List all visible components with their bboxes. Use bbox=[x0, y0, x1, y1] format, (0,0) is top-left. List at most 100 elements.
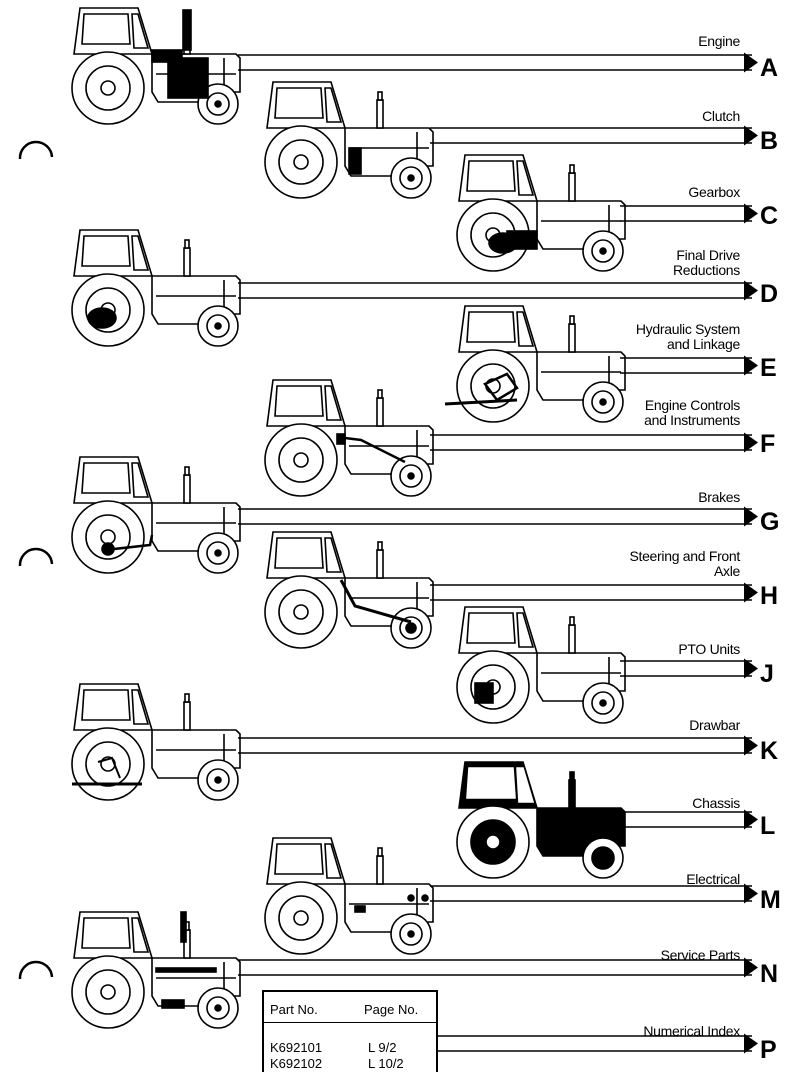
cab-window bbox=[466, 311, 516, 343]
section-label-line: Drawbar bbox=[689, 717, 740, 733]
clutch-highlight bbox=[348, 147, 362, 175]
section-label-line: Hydraulic System bbox=[635, 321, 740, 337]
tractor-drawing bbox=[456, 761, 626, 879]
arrowhead bbox=[744, 957, 758, 978]
section-letter: P bbox=[760, 1036, 777, 1064]
exhaust-tip bbox=[569, 315, 575, 325]
engine-highlight bbox=[151, 49, 183, 63]
cab-frame bbox=[266, 81, 347, 129]
tractor-drawing bbox=[71, 456, 241, 574]
section-label-line: Engine bbox=[698, 33, 740, 49]
arrowhead bbox=[744, 1033, 758, 1054]
arrowhead bbox=[744, 125, 758, 146]
tractor-drawing bbox=[71, 229, 241, 347]
section-label-line: Brakes bbox=[698, 489, 740, 505]
rear-wheel-hub bbox=[293, 604, 309, 620]
exhaust-tip bbox=[377, 541, 383, 551]
tractor-drawing bbox=[456, 606, 626, 724]
header-divider bbox=[264, 1022, 436, 1023]
cab-frame bbox=[458, 606, 539, 654]
cab-frame bbox=[73, 229, 154, 277]
cab-window bbox=[81, 13, 131, 45]
final-drive-highlight bbox=[87, 307, 117, 329]
cab-frame bbox=[266, 837, 347, 885]
controls-highlight bbox=[336, 433, 346, 445]
cab-door-window bbox=[516, 311, 535, 347]
section-label: Brakes bbox=[698, 490, 740, 505]
exhaust-tip bbox=[184, 239, 190, 249]
exhaust-stack bbox=[376, 549, 384, 579]
cab-window bbox=[466, 767, 516, 799]
arrowhead bbox=[744, 355, 758, 376]
section-label-line: Gearbox bbox=[688, 184, 740, 200]
cab-door-window bbox=[516, 160, 535, 196]
front-wheel-hub bbox=[407, 472, 415, 480]
cab-window bbox=[274, 385, 324, 417]
electrical-highlight bbox=[354, 905, 366, 913]
cab-frame bbox=[73, 911, 154, 959]
section-label: Service Parts bbox=[661, 948, 741, 963]
exhaust-tip bbox=[569, 164, 575, 174]
service-highlight bbox=[155, 967, 217, 973]
part-number-index-box: Part No. Page No. K692101 L 9/2 K692102 … bbox=[262, 990, 438, 1072]
tractor-drawing bbox=[264, 379, 434, 497]
service-highlight bbox=[161, 999, 185, 1009]
hydraulic-highlight bbox=[483, 372, 519, 402]
arrowhead bbox=[744, 432, 758, 453]
section-arrow bbox=[620, 355, 758, 376]
section-label: Chassis bbox=[692, 796, 740, 811]
rear-wheel-hub bbox=[293, 910, 309, 926]
front-wheel-hub bbox=[214, 322, 222, 330]
exhaust-stack bbox=[183, 247, 191, 277]
section-label: Numerical Index bbox=[643, 1024, 740, 1039]
rear-wheel-hub bbox=[485, 834, 501, 850]
section-label-line: Steering and Front bbox=[629, 548, 740, 564]
section-arrow bbox=[430, 1033, 758, 1054]
part-no-cell: K692101 bbox=[270, 1040, 323, 1055]
section-label-line: and Instruments bbox=[644, 412, 740, 428]
cab-frame bbox=[266, 531, 347, 579]
rear-wheel-hub bbox=[293, 452, 309, 468]
front-wheel-hub bbox=[214, 100, 222, 108]
front-wheel-hub bbox=[407, 930, 415, 938]
brakes-highlight bbox=[101, 542, 115, 556]
section-label-line: Numerical Index bbox=[643, 1023, 740, 1039]
electrical-highlight bbox=[421, 894, 429, 902]
rear-wheel-hub bbox=[100, 984, 116, 1000]
exhaust-tip bbox=[184, 466, 190, 476]
steering-linkage bbox=[339, 579, 412, 624]
gearbox-highlight bbox=[506, 230, 538, 250]
cab-window bbox=[274, 537, 324, 569]
cab-window bbox=[274, 843, 324, 875]
section-label-line: Electrical bbox=[686, 871, 740, 887]
cab-window bbox=[466, 160, 516, 192]
tractor-drawing bbox=[456, 154, 626, 272]
tractor-drawing bbox=[264, 837, 434, 955]
exhaust-tip bbox=[184, 693, 190, 703]
section-label-line: and Linkage bbox=[667, 336, 740, 352]
cab-door-window bbox=[324, 537, 343, 573]
cab-door-window bbox=[131, 235, 150, 271]
section-arrow bbox=[620, 809, 758, 830]
section-arrow bbox=[238, 735, 758, 756]
electrical-highlight bbox=[407, 894, 415, 902]
arrowhead bbox=[744, 883, 758, 904]
engine-highlight bbox=[167, 57, 209, 99]
section-label: Gearbox bbox=[688, 185, 740, 200]
cab-frame bbox=[458, 305, 539, 353]
cab-frame bbox=[73, 683, 154, 731]
tractor-drawing bbox=[264, 531, 434, 649]
cab-window bbox=[274, 87, 324, 119]
punch-hole-mark bbox=[18, 960, 54, 980]
front-wheel-hub bbox=[599, 398, 607, 406]
cab-door-window bbox=[324, 87, 343, 123]
cab-door-window bbox=[516, 612, 535, 648]
arrowhead bbox=[744, 203, 758, 224]
front-wheel-hub bbox=[214, 1004, 222, 1012]
tractor-drawing bbox=[264, 81, 434, 199]
section-letter: F bbox=[760, 430, 776, 458]
exhaust-tip bbox=[377, 847, 383, 857]
